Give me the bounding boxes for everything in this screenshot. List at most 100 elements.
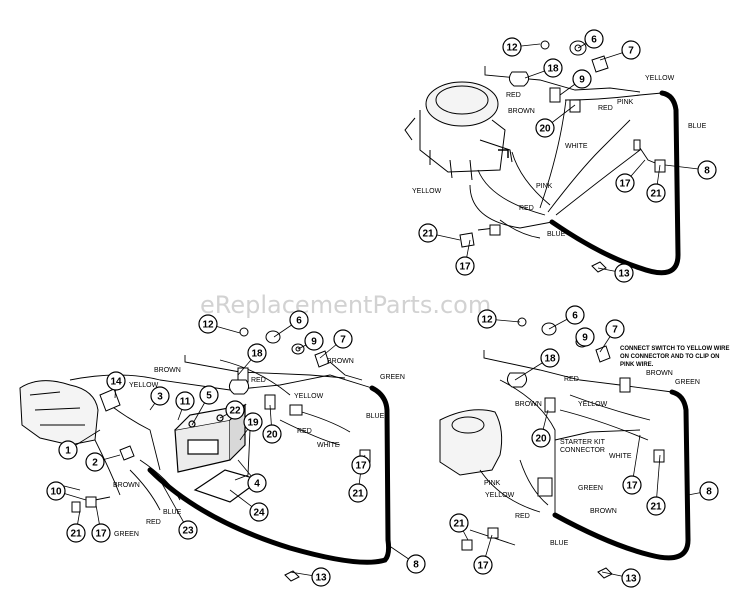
callout-bubble: 12 [502,37,522,57]
wire-color-label: BROWN [646,370,673,377]
callout-circle [406,554,426,574]
callout-bubble: 18 [543,58,563,78]
callout-bubble: 21 [66,523,86,543]
callout-bubble: 1 [58,440,78,460]
note-line-3: PINK WIRE. [620,362,654,368]
callout-number: 20 [266,430,278,441]
callout-number: 1 [65,446,71,457]
callout-number: 17 [626,481,638,492]
right-engine [439,409,503,476]
callout-number: 11 [180,397,191,408]
callout-circle [621,40,641,60]
callout-circle [106,371,126,391]
callout-bubble: 23 [178,520,198,540]
callout-circle [247,473,267,493]
callout-number: 21 [453,519,465,530]
callout-number: 5 [206,391,212,402]
callout-number: 19 [247,418,259,429]
wire-color-label: PINK [617,99,634,106]
callout-circle [199,385,219,405]
callout-circle [699,481,719,501]
callout-number: 17 [95,529,107,540]
callout-circle [531,428,551,448]
callout-bubble: 17 [455,256,475,276]
callout-number: 18 [544,354,556,365]
right-wiring-diagram [439,317,691,579]
top-engine [404,81,513,181]
callout-bubble: 17 [473,555,493,575]
callout-circle [473,555,493,575]
callout-number: 13 [618,269,630,280]
note-line-2: ON CONNECTOR AND TO CLIP ON [620,354,719,360]
callout-number: 17 [477,561,489,572]
callout-bubble: 7 [605,319,625,339]
callout-circle [348,483,368,503]
callout-bubble: 21 [646,183,666,203]
wire-color-label: PINK [484,480,501,487]
callout-circle [477,309,497,329]
wire-color-label: WHITE [609,453,632,460]
callout-circle [91,523,111,543]
top-wiring-diagram [404,40,681,276]
callout-bubble: 2 [85,452,105,472]
wire-color-label: RED [146,519,161,526]
wire-color-label: WHITE [565,143,588,150]
callout-number: 17 [459,262,471,273]
callout-bubble: 7 [621,40,641,60]
callout-circle [697,160,717,180]
callout-circle [584,29,604,49]
callout-number: 20 [539,124,551,135]
callout-bubble: 9 [572,69,592,89]
wire-label-layer: YELLOW RED BROWN PINK RED WHITE BLUE YELLOW PINK… [113,75,707,547]
callout-circle [178,520,198,540]
wire-color-label: RED [564,376,579,383]
callout-circle [449,513,469,533]
top-main-harness [549,90,681,276]
callout-number: 12 [506,43,518,54]
callout-bubble: 13 [311,567,331,587]
callout-number: 9 [579,75,585,86]
callout-number: 8 [704,166,710,177]
callout-bubble: 19 [243,412,263,432]
callout-number: 2 [92,458,98,469]
callout-bubble: 21 [348,483,368,503]
callout-number: 18 [251,349,263,360]
callout-number: 17 [355,461,367,472]
callout-number: 6 [296,316,302,327]
callout-number: 21 [650,189,662,200]
callout-bubble: 14 [106,371,126,391]
callout-bubble: 20 [531,428,551,448]
wire-color-label: YELLOW [412,188,442,195]
left-main-harness [147,385,392,565]
callout-number: 23 [182,526,194,537]
callout-circle [572,69,592,89]
callout-circle [615,173,635,193]
callout-number: 8 [413,560,419,571]
callout-number: 6 [572,311,578,322]
callout-bubble: 5 [199,385,219,405]
callout-circle [58,440,78,460]
callout-circle [46,481,66,501]
callout-number: 12 [202,320,214,331]
callout-circle [175,391,195,411]
callout-bubble: 17 [91,523,111,543]
callout-number: 8 [706,487,712,498]
wire-color-label: YELLOW [645,75,675,82]
callout-circle [621,568,641,588]
callout-circle [85,452,105,472]
callout-circle [502,37,522,57]
callout-number: 21 [352,489,364,500]
callout-circle [605,319,625,339]
callout-circle [535,118,555,138]
wire-color-label: BLUE [550,540,569,547]
wire-color-label: YELLOW [578,401,608,408]
watermark: eReplacementParts.com [200,291,491,319]
callout-circle [198,314,218,334]
callout-number: 4 [254,479,260,490]
wire-color-label: BLUE [688,123,707,130]
callout-number: 3 [157,392,163,403]
wire-color-label: GREEN [380,374,405,381]
starter-kit-label-2: CONNECTOR [560,447,605,454]
callout-circle [646,183,666,203]
